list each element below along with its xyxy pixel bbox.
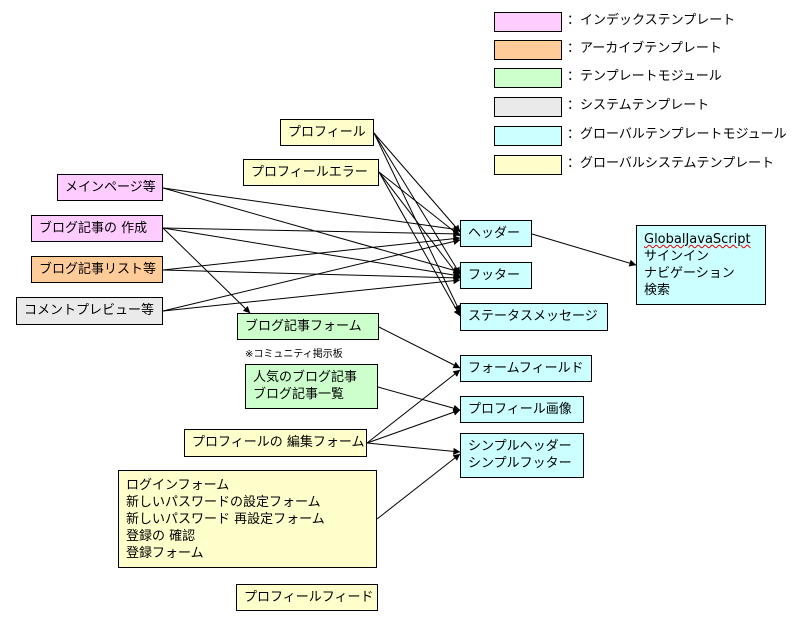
- node-line: 登録フォーム: [126, 546, 204, 561]
- node-entry-form: ブログ記事フォーム: [237, 313, 379, 340]
- edge-profile-error-to-footer: [378, 171, 461, 279]
- edge-community-widgets-to-profile-image: [377, 386, 461, 412]
- edge-profile-error-to-header: [378, 171, 461, 237]
- legend-label-index: ：インデックステンプレート: [567, 13, 736, 28]
- edge-entry-list-to-header: [162, 235, 461, 271]
- node-header: ヘッダー: [460, 220, 532, 247]
- node-entry-list: ブログ記事リスト等: [31, 256, 163, 283]
- node-line: 検索: [644, 283, 671, 298]
- node-line: 登録の 確認: [126, 529, 196, 544]
- node-profile-image: プロフィール画像: [460, 396, 584, 423]
- edge-login-forms-to-simple-header-footer: [376, 453, 461, 520]
- edge-comment-preview-to-footer: [162, 277, 461, 312]
- node-line: ブログ記事の 作成: [39, 221, 148, 236]
- node-global-javascript: GlobalJavaScript サインイン ナビゲーション 検索: [636, 225, 766, 305]
- node-line: メインページ等: [65, 180, 156, 195]
- legend-swatch-global-module: [494, 126, 562, 146]
- legend-swatch-module: [494, 68, 562, 88]
- node-footer: フッター: [460, 262, 532, 289]
- legend-swatch-index: [494, 12, 562, 32]
- edge-create-entry-to-entry-form: [162, 227, 251, 314]
- edge-profile-to-footer: [373, 132, 461, 275]
- legend-label-archive: ：アーカイブテンプレート: [567, 41, 722, 56]
- community-note: ※コミュニティ掲示板: [245, 349, 343, 360]
- edge-profile-edit-form-to-profile-image: [366, 408, 461, 444]
- node-form-field: フォームフィールド: [460, 355, 592, 382]
- node-create-entry: ブログ記事の 作成: [31, 215, 163, 242]
- node-main-page: メインページ等: [57, 174, 163, 201]
- node-line: ステータスメッセージ: [468, 309, 598, 324]
- edge-profile-error-to-status-message: [378, 171, 461, 317]
- node-line: 新しいパスワードの設定フォーム: [126, 495, 321, 510]
- node-line: フッター: [468, 268, 521, 283]
- node-line: プロフィールエラー: [251, 165, 368, 180]
- node-profile-edit-form: プロフィールの 編集フォーム: [184, 429, 367, 457]
- edge-create-entry-to-footer: [162, 227, 461, 279]
- edge-comment-preview-to-header: [162, 238, 461, 312]
- node-login-forms: ログインフォーム 新しいパスワードの設定フォーム 新しいパスワード 再設定フォー…: [118, 470, 377, 568]
- edge-entry-list-to-footer: [162, 269, 461, 282]
- node-profile-error: プロフィールエラー: [243, 159, 379, 186]
- legend-label-system: ：システムテンプレート: [567, 98, 710, 113]
- legend-label-global-module: ：グローバルテンプレートモジュール: [567, 127, 787, 142]
- node-line: プロフィールの 編集フォーム: [192, 435, 365, 450]
- node-line: ナビゲーション: [644, 266, 735, 281]
- node-comment-preview: コメントプレビュー等: [16, 297, 163, 325]
- legend-swatch-system: [494, 97, 562, 117]
- edge-create-entry-to-header: [162, 227, 461, 238]
- node-line: 人気のブログ記事: [253, 370, 358, 385]
- node-community-widgets: 人気のブログ記事 ブログ記事一覧: [245, 364, 378, 409]
- node-line: フォームフィールド: [468, 361, 584, 376]
- node-line: ブログ記事フォーム: [245, 319, 362, 334]
- node-line: ブログ記事リスト等: [39, 262, 157, 277]
- node-line: ブログ記事一覧: [253, 387, 345, 402]
- legend-swatch-global-system: [494, 155, 562, 175]
- legend-label-global-system: ：グローバルシステムテンプレート: [567, 156, 775, 171]
- node-line: プロフィール: [288, 125, 366, 140]
- edge-entry-form-to-form-field: [378, 326, 461, 369]
- edge-profile-edit-form-to-simple-header-footer: [366, 442, 461, 455]
- node-status-message: ステータスメッセージ: [460, 303, 608, 331]
- node-line: GlobalJavaScript: [644, 232, 751, 247]
- node-simple-header-footer: シンプルヘッダー シンプルフッター: [460, 433, 584, 478]
- node-line: プロフィール画像: [468, 402, 572, 417]
- node-line: コメントプレビュー等: [24, 303, 155, 318]
- node-line: サインイン: [644, 249, 710, 264]
- legend-swatch-archive: [494, 40, 562, 60]
- edge-main-page-to-footer: [162, 187, 461, 274]
- node-line: シンプルフッター: [468, 456, 572, 471]
- node-line: プロフィールフィード: [244, 590, 374, 605]
- edge-profile-to-header: [373, 132, 461, 233]
- node-profile-feed: プロフィールフィード: [236, 584, 378, 611]
- edge-profile-edit-form-to-form-field: [366, 369, 461, 444]
- legend-label-module: ：テンプレートモジュール: [567, 69, 722, 84]
- edge-header-to-global-js: [531, 233, 637, 267]
- node-line: ログインフォーム: [126, 478, 230, 493]
- node-profile: プロフィール: [280, 119, 374, 146]
- node-line: 新しいパスワード 再設定フォーム: [126, 512, 325, 527]
- edge-main-page-to-header: [162, 187, 461, 233]
- node-line: ヘッダー: [468, 226, 521, 241]
- edge-profile-to-status-message: [373, 132, 461, 313]
- node-line: シンプルヘッダー: [468, 439, 572, 454]
